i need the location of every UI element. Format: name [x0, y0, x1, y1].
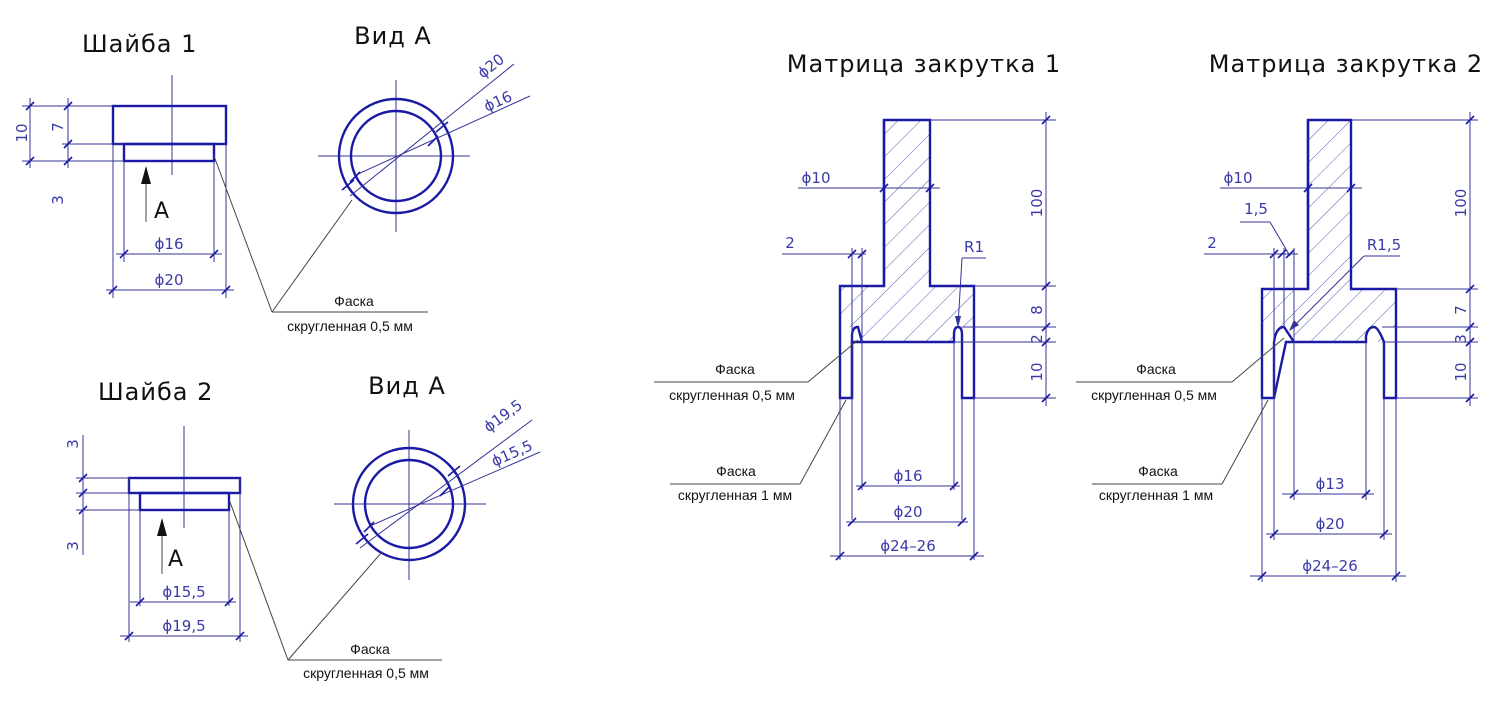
matrix-2-note2-line2: скругленная 1 мм: [1099, 487, 1213, 503]
washer-1-outer-diameter: ϕ20: [155, 271, 184, 289]
matrix-2-note2-line1: Фаска: [1138, 463, 1178, 479]
matrix-1-shaft-diameter: ϕ10: [802, 169, 831, 187]
matrix-2-note1-line2: скругленная 0,5 мм: [1091, 387, 1217, 403]
washer-1-inner-diameter: ϕ16: [155, 235, 184, 253]
washer-1-height-bottom: 3: [49, 195, 67, 205]
matrix-1-title: Матрица закрутка 1: [787, 50, 1061, 78]
washer-1-note-line1: Фаска: [334, 293, 374, 309]
matrix-1-body-height: 8: [1028, 305, 1046, 315]
matrix-1-radius: R1: [964, 238, 984, 256]
view-a-1-outer-diameter: ϕ20: [474, 50, 508, 82]
matrix-1-note1-line1: Фаска: [715, 361, 755, 377]
matrix-2-drawing: Матрица закрутка 2 ϕ10 1,5 2 R1,5: [1076, 50, 1483, 582]
matrix-2-gap: 2: [1207, 234, 1217, 252]
matrix-2-outer-diameter: ϕ24–26: [1302, 557, 1358, 575]
washer-2-height-bottom: 3: [64, 541, 82, 551]
matrix-2-body-height: 7: [1452, 305, 1470, 315]
matrix-1-outer-diameter: ϕ24–26: [880, 537, 936, 555]
matrix-2-radius: R1,5: [1367, 236, 1401, 254]
washer-2-outer-diameter: ϕ19,5: [162, 617, 205, 635]
view-a-2-title: Вид А: [368, 372, 446, 400]
view-a-1-inner-diameter: ϕ16: [481, 87, 515, 115]
washer-2-height-top: 3: [64, 439, 82, 449]
matrix-2-profile: [1260, 118, 1398, 400]
matrix-2-step-height: 3: [1452, 334, 1470, 344]
washer-1-height-top: 7: [49, 122, 67, 132]
matrix-1-shaft-height: 100: [1028, 189, 1046, 218]
matrix-1-gap: 2: [785, 234, 795, 252]
matrix-1-note2-line1: Фаска: [716, 463, 756, 479]
matrix-2-inner-diameter: ϕ13: [1316, 475, 1345, 493]
matrix-1-skirt-height: 10: [1028, 362, 1046, 381]
washer-1-note-line2: скругленная 0,5 мм: [287, 318, 413, 334]
washer-2-view-a: Вид А ϕ19,5 ϕ15,5: [287, 372, 541, 661]
matrix-1-inner-diameter: ϕ16: [894, 467, 923, 485]
washer-2-note-line2: скругленная 0,5 мм: [303, 665, 429, 681]
matrix-2-title: Матрица закрутка 2: [1209, 50, 1483, 78]
matrix-1-drawing: Матрица закрутка 1 ϕ10 2 R1: [654, 50, 1061, 561]
washer-1-boss: [122, 142, 216, 163]
washer-1-view-arrow-label: A: [154, 199, 169, 224]
matrix-2-shaft-height: 100: [1452, 189, 1470, 218]
matrix-1-mid-diameter: ϕ20: [894, 503, 923, 521]
washer-2-boss: [138, 491, 231, 512]
washer-1-height-total: 10: [13, 123, 31, 142]
washer-1-view-a: Вид А ϕ20 ϕ16: [271, 22, 531, 313]
matrix-2-chamfer: 1,5: [1244, 200, 1268, 218]
washer-2-title: Шайба 2: [98, 378, 213, 406]
matrix-1-note1-line2: скругленная 0,5 мм: [669, 387, 795, 403]
washer-1-drawing: Шайба 1 10 7 3 A ϕ16 ϕ20: [13, 30, 428, 334]
view-a-2-inner-diameter: ϕ15,5: [489, 436, 536, 470]
matrix-2-note1-line1: Фаска: [1136, 361, 1176, 377]
matrix-1-step-height: 2: [1028, 334, 1046, 344]
view-a-1-title: Вид А: [354, 22, 432, 50]
washer-1-title: Шайба 1: [82, 30, 197, 58]
matrix-2-skirt-height: 10: [1452, 362, 1470, 381]
washer-2-note-line1: Фаска: [350, 641, 390, 657]
matrix-1-note2-line2: скругленная 1 мм: [678, 487, 792, 503]
matrix-2-shaft-diameter: ϕ10: [1224, 169, 1253, 187]
matrix-2-mid-diameter: ϕ20: [1316, 515, 1345, 533]
washer-2-drawing: Шайба 2 3 3 A ϕ15,5 ϕ19,5 Фаска скруг: [64, 378, 442, 681]
washer-2-inner-diameter: ϕ15,5: [162, 583, 205, 601]
washer-1-flange: [111, 104, 228, 146]
washer-2-view-arrow-label: A: [168, 547, 183, 572]
